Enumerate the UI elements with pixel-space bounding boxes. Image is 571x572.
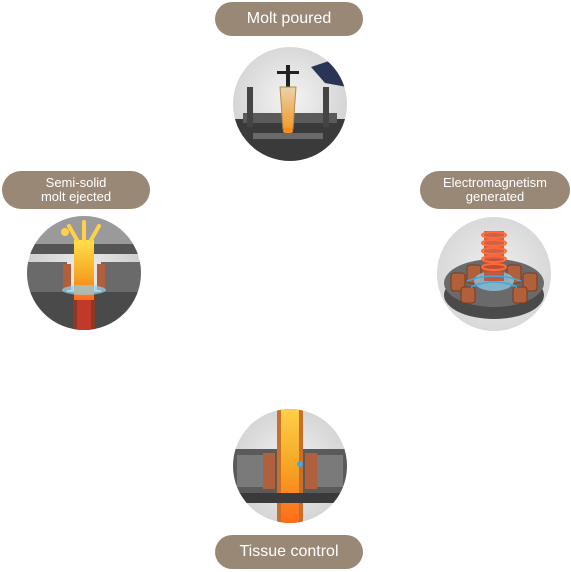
- tissue-control-illustration-icon: [233, 409, 347, 523]
- step-label-tissue-control: Tissue control: [215, 535, 363, 569]
- step-label-semi-solid-line-1: Semi-solid: [45, 175, 107, 190]
- step-label-electromagnetism-generated: Electromagnetism generated: [420, 171, 570, 209]
- step-label-molt-poured-text: Molt poured: [246, 10, 332, 27]
- step-label-molt-poured: Molt poured: [215, 2, 363, 36]
- molt-pouring-illustration-icon: [233, 47, 347, 161]
- electromagnetic-coil-illustration-icon: [437, 217, 551, 331]
- step-label-electromagnetism-line-2: generated: [465, 189, 525, 204]
- molt-ejection-illustration-icon: [27, 216, 141, 330]
- step-label-electromagnetism-line-1: Electromagnetism: [442, 175, 548, 190]
- step-label-semi-solid-molt-ejected: Semi-solid molt ejected: [2, 171, 150, 209]
- step-label-tissue-control-text: Tissue control: [239, 543, 339, 560]
- step-label-semi-solid-line-2: molt ejected: [40, 189, 112, 204]
